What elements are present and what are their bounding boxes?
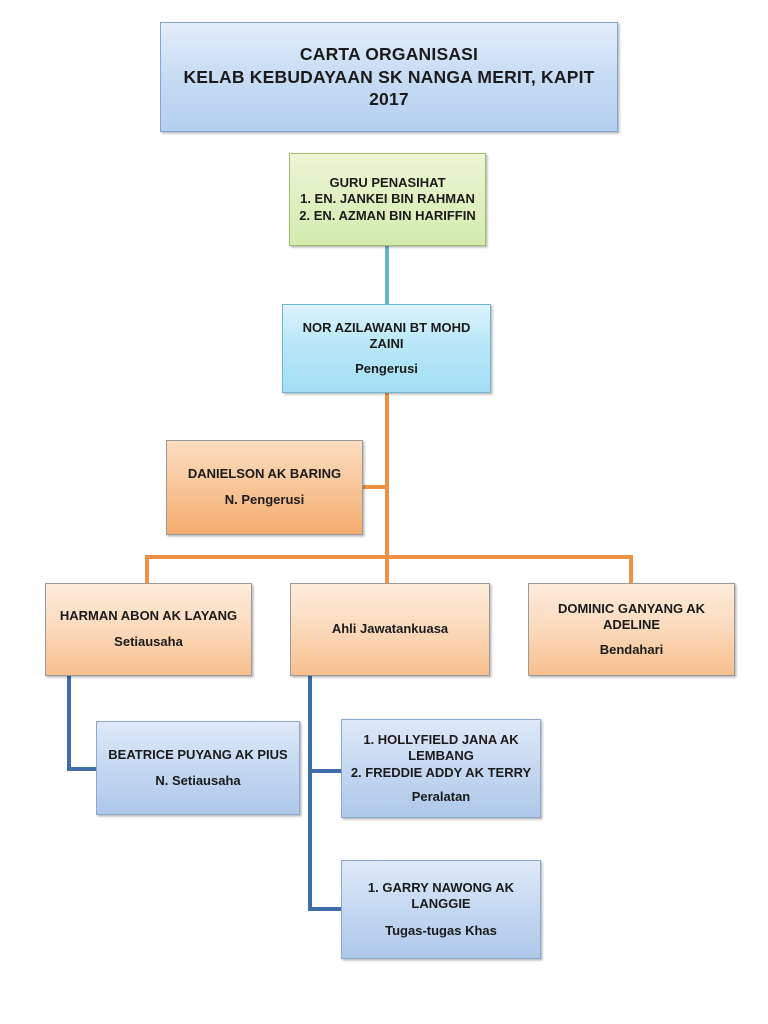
connector-chair-trunk — [385, 393, 389, 558]
chair-role: Pengerusi — [355, 360, 418, 376]
asst-secretary-name: BEATRICE PUYANG AK PIUS — [108, 746, 288, 762]
treasurer-name-line-2: ADELINE — [602, 617, 661, 633]
secretary-role: Setiausaha — [114, 634, 183, 649]
node-bendahari[interactable]: DOMINIC GANYANG AK ADELINE Bendahari — [528, 583, 735, 676]
node-naib-pengerusi[interactable]: DANIELSON AK BARING N. Pengerusi — [166, 440, 363, 535]
chair-name-line-2: ZAINI — [369, 336, 404, 352]
connector-committee-drop — [308, 676, 312, 911]
special-tasks-item-1-line-1: 1. GARRY NAWONG AK — [367, 879, 515, 895]
node-peralatan[interactable]: 1. HOLLYFIELD JANA AK LEMBANG 2. FREDDIE… — [341, 719, 541, 818]
node-guru-penasihat[interactable]: GURU PENASIHAT 1. EN. JANKEI BIN RAHMAN … — [289, 153, 486, 246]
advisor-heading: GURU PENASIHAT — [329, 174, 446, 190]
special-tasks-item-1-line-2: LANGGIE — [411, 896, 471, 912]
connector-bar-to-secretary — [145, 555, 149, 583]
equipment-item-1-line-2: LEMBANG — [408, 748, 474, 764]
node-setiausaha[interactable]: HARMAN ABON AK LAYANG Setiausaha — [45, 583, 252, 676]
connector-committee-to-special-tasks — [308, 907, 345, 911]
node-ahli-jawatankuasa[interactable]: Ahli Jawatankuasa — [290, 583, 490, 676]
advisor-item-1: 1. EN. JANKEI BIN RAHMAN — [300, 191, 475, 207]
advisor-item-2: 2. EN. AZMAN BIN HARIFFIN — [299, 207, 476, 223]
secretary-name: HARMAN ABON AK LAYANG — [59, 608, 238, 624]
connector-bar-to-committee — [385, 555, 389, 583]
connector-advisor-to-chair — [385, 246, 389, 304]
title-line-3: 2017 — [369, 89, 409, 110]
node-title-banner[interactable]: CARTA ORGANISASI KELAB KEBUDAYAAN SK NAN… — [160, 22, 618, 132]
vice-chair-role: N. Pengerusi — [224, 492, 305, 507]
node-tugas-tugas-khas[interactable]: 1. GARRY NAWONG AK LANGGIE Tugas-tugas K… — [341, 860, 541, 959]
special-tasks-role: Tugas-tugas Khas — [385, 922, 497, 938]
treasurer-role: Bendahari — [599, 641, 664, 657]
title-line-1: CARTA ORGANISASI — [299, 44, 479, 65]
committee-name: Ahli Jawatankuasa — [331, 621, 449, 637]
node-pengerusi[interactable]: NOR AZILAWANI BT MOHD ZAINI Pengerusi — [282, 304, 491, 393]
vice-chair-name: DANIELSON AK BARING — [187, 466, 342, 482]
treasurer-name-line-1: DOMINIC GANYANG AK — [557, 600, 706, 616]
asst-secretary-role: N. Setiausaha — [155, 772, 241, 788]
connector-secretary-drop — [67, 676, 71, 771]
connector-trunk-to-vice-chair — [363, 485, 387, 489]
equipment-item-1-line-1: 1. HOLLYFIELD JANA AK — [363, 731, 519, 747]
connector-committee-to-equipment — [308, 769, 345, 773]
connector-bar-to-treasurer — [629, 555, 633, 583]
title-line-2: KELAB KEBUDAYAAN SK NANGA MERIT, KAPIT — [183, 66, 595, 87]
equipment-item-2: 2. FREDDIE ADDY AK TERRY — [350, 765, 532, 780]
connector-secretary-to-asst-secretary — [67, 767, 100, 771]
node-naib-setiausaha[interactable]: BEATRICE PUYANG AK PIUS N. Setiausaha — [96, 721, 300, 815]
equipment-role: Peralatan — [411, 788, 471, 804]
connector-distribution-bar — [145, 555, 633, 559]
chair-name-line-1: NOR AZILAWANI BT MOHD — [302, 319, 471, 335]
